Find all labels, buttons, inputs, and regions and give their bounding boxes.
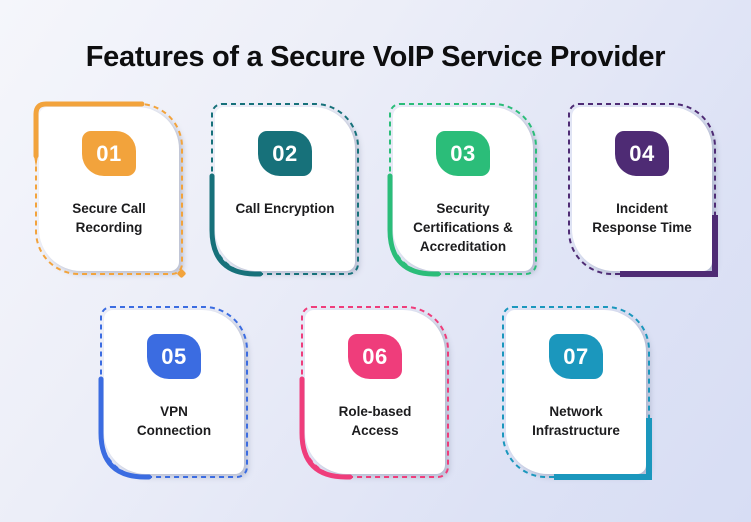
feature-card-03: 03 Security Certifications & Accreditati…: [387, 103, 537, 277]
card-number: 02: [272, 140, 298, 166]
card-number-badge: 02: [258, 131, 312, 176]
card-body: 03 Security Certifications & Accreditati…: [393, 107, 533, 271]
feature-card-04: 04 Incident Response Time: [568, 103, 718, 277]
feature-card-05: 05 VPN Connection: [98, 306, 248, 480]
card-label: Security Certifications & Accreditation: [413, 201, 513, 254]
card-number: 01: [96, 140, 122, 166]
corner-dot: [176, 268, 187, 279]
card-body: 04 Incident Response Time: [572, 107, 712, 271]
card-number-badge: 06: [348, 334, 402, 379]
card-number-badge: 05: [147, 334, 201, 379]
card-label: VPN Connection: [136, 404, 212, 438]
card-body: 05 VPN Connection: [104, 310, 244, 474]
card-number-badge: 04: [615, 131, 669, 176]
card-number-badge: 07: [549, 334, 603, 379]
card-number: 06: [362, 343, 388, 369]
card-number: 04: [629, 140, 655, 166]
card-label: Call Encryption: [235, 201, 335, 216]
card-number: 07: [563, 343, 589, 369]
card-label: Secure Call Recording: [72, 201, 146, 235]
feature-card-06: 06 Role-based Access: [299, 306, 449, 480]
card-body: 02 Call Encryption: [215, 107, 355, 271]
card-number: 05: [161, 343, 187, 369]
card-number-badge: 03: [436, 131, 490, 176]
feature-card-01: 01 Secure Call Recording: [33, 101, 187, 279]
card-body: 06 Role-based Access: [305, 310, 445, 474]
card-label: Role-based Access: [338, 404, 412, 438]
card-number-badge: 01: [82, 131, 136, 176]
card-label: Network Infrastructure: [532, 404, 620, 438]
feature-card-02: 02 Call Encryption: [209, 103, 359, 277]
card-body: 07 Network Infrastructure: [506, 310, 646, 474]
card-number: 03: [450, 140, 476, 166]
page-title: Features of a Secure VoIP Service Provid…: [85, 41, 666, 74]
card-body: 01 Secure Call Recording: [39, 107, 179, 271]
card-label: Incident Response Time: [592, 201, 692, 235]
feature-card-07: 07 Network Infrastructure: [502, 306, 652, 480]
